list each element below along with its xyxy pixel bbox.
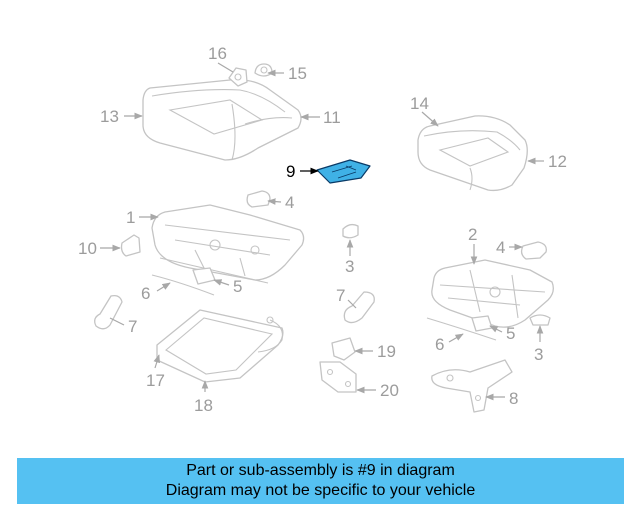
leader-7a: [109, 317, 125, 326]
bracket-19: [331, 337, 356, 361]
latch-cable-left: [151, 267, 216, 296]
callout-6b: 6: [435, 335, 444, 354]
cover-4-right: [520, 241, 547, 260]
seat-cushion-right: [417, 115, 528, 192]
seat-frame-left: [151, 204, 305, 284]
parts-diagram: 16 15 13 11 14 12 9 4 1 10 5 6 7 17 18 3…: [78, 44, 567, 415]
callout-numbers: 16 15 13 11 14 12 9 4 1 10 5 6 7 17 18 3…: [78, 44, 567, 415]
callout-10: 10: [78, 239, 97, 258]
callout-3b: 3: [534, 345, 543, 364]
callout-13: 13: [100, 107, 119, 126]
leader-17: [153, 354, 160, 369]
leader-6a: [156, 282, 171, 292]
banner-line-part: Part or sub-assembly is #9 in diagram: [186, 462, 455, 479]
leader-5a: [213, 279, 230, 286]
callout-19: 19: [377, 342, 396, 361]
rear-seat-cushion: [142, 79, 302, 161]
banner-line-disclaimer: Diagram may not be specific to your vehi…: [165, 482, 476, 499]
bracket-7-middle: [343, 291, 375, 324]
callout-1: 1: [126, 208, 135, 227]
cap-3-middle: [342, 223, 359, 239]
leader-14: [421, 111, 439, 127]
cover-4-upper: [246, 190, 271, 208]
callout-9: 9: [286, 162, 295, 181]
callout-16: 16: [208, 44, 227, 63]
callout-17: 17: [146, 371, 165, 390]
callout-14: 14: [410, 94, 429, 113]
callout-15: 15: [288, 64, 307, 83]
clip-15: [254, 63, 273, 77]
callout-12: 12: [548, 152, 567, 171]
callout-4b: 4: [496, 238, 505, 257]
cap-3-right: [529, 314, 551, 326]
callout-2: 2: [468, 225, 477, 244]
callout-8: 8: [509, 389, 518, 408]
bracket-20: [319, 361, 357, 393]
part-9-highlighted: [316, 159, 371, 184]
callout-6a: 6: [141, 284, 150, 303]
clip-16: [228, 67, 248, 87]
leader-6b: [448, 333, 464, 343]
callout-20: 20: [380, 381, 399, 400]
leader-5b: [489, 325, 503, 333]
callout-3a: 3: [345, 257, 354, 276]
callout-4a: 4: [285, 193, 294, 212]
seat-panel: [156, 309, 284, 383]
leader-7b: [347, 299, 357, 309]
leader-lines: [100, 62, 544, 401]
seat-frame-right: [431, 259, 554, 328]
bracket-7-left: [94, 294, 123, 330]
callout-5a: 5: [233, 277, 242, 296]
hinge-bracket-8: [431, 359, 513, 413]
callout-11: 11: [323, 108, 341, 127]
leader-16: [217, 62, 234, 73]
bracket-10: [120, 234, 141, 257]
callout-7b: 7: [336, 286, 345, 305]
callout-18: 18: [194, 396, 213, 415]
info-banner: Part or sub-assembly is #9 in diagram Di…: [17, 458, 624, 504]
callout-5b: 5: [506, 324, 515, 343]
callout-7a: 7: [128, 317, 137, 336]
leader-4a: [267, 198, 282, 205]
